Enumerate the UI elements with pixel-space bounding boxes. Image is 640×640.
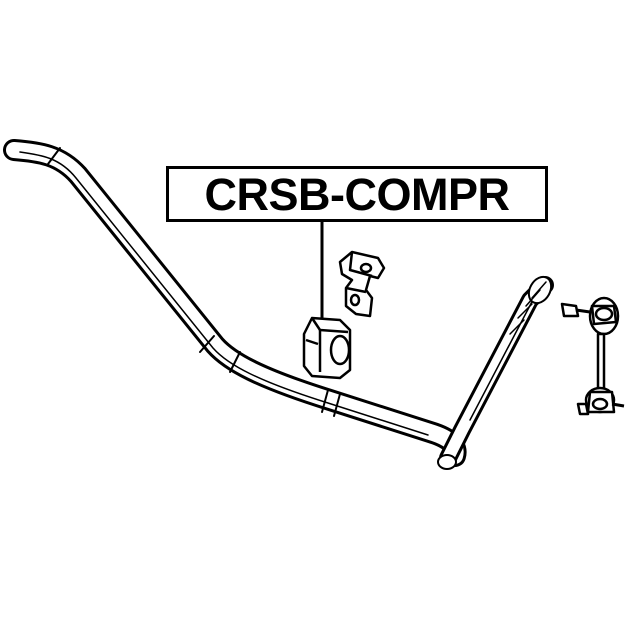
stabilizer-link	[560, 296, 625, 416]
bar-segment-mark	[229, 351, 241, 373]
bar-segment-mark	[47, 147, 61, 165]
bar-segment-mark	[333, 393, 341, 417]
stabilizer-bar-highlight	[19, 151, 429, 436]
stabilizer-bar-end-cap	[437, 454, 457, 470]
stabilizer-bar	[3, 139, 554, 470]
stabilizer-bar-end-body	[442, 279, 551, 464]
part-number-label: CRSB-COMPR	[166, 166, 548, 222]
bar-segment-mark	[199, 335, 215, 353]
bar-end-stripe	[469, 293, 537, 421]
bar-segment-mark	[321, 389, 329, 413]
bushing	[302, 316, 352, 380]
bracket	[338, 250, 386, 318]
part-number-text: CRSB-COMPR	[204, 168, 511, 220]
